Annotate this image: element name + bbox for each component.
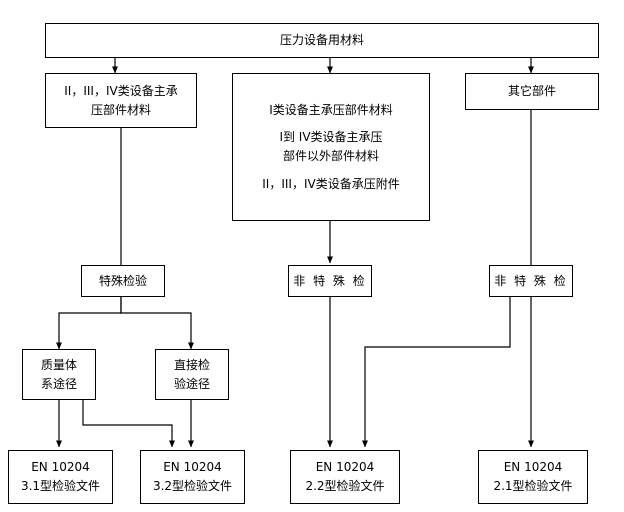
node-document-2-2-type: 2.2型检验文件 [305, 479, 385, 493]
node-category-middle-line-2: I到 IV类设备主承压 [279, 130, 383, 145]
node-document-2-2[interactable]: EN 10204 2.2型检验文件 [290, 450, 400, 504]
node-document-3-2-standard: EN 10204 [163, 460, 222, 475]
node-category-left-line-2: 压部件材料 [90, 102, 151, 117]
connector-right-inspection-to-doc-2-2 [362, 297, 511, 448]
node-document-3-1-type: 3.1型检验文件 [20, 479, 101, 493]
node-document-2-1[interactable]: EN 10204 2.1型检验文件 [478, 450, 588, 504]
connector-quality-route-to-doc-3-2 [82, 400, 175, 448]
node-category-left[interactable]: II，III，IV类设备主承 压部件材料 [45, 73, 197, 128]
node-document-3-2-type: 3.2型检验文件 [152, 479, 233, 493]
node-document-2-1-standard: EN 10204 [503, 460, 563, 475]
node-inspection-nonspecial-middle-label: 非 特 殊 检 [293, 273, 367, 288]
node-root[interactable]: 压力设备用材料 [45, 23, 599, 58]
node-document-3-2[interactable]: EN 10204 3.2型检验文件 [140, 450, 245, 504]
node-category-middle[interactable]: I类设备主承压部件材料 I到 IV类设备主承压 部件以外部件材料 II，III，… [232, 73, 430, 221]
node-inspection-special[interactable]: 特殊检验 [81, 265, 165, 297]
node-inspection-nonspecial-middle[interactable]: 非 特 殊 检 [288, 265, 372, 297]
node-document-2-2-standard: EN 10204 [315, 460, 375, 475]
node-root-label: 压力设备用材料 [279, 33, 364, 48]
node-route-direct-inspection[interactable]: 直接检 验途径 [155, 349, 229, 400]
node-category-left-line-1: II，III，IV类设备主承 [64, 83, 178, 98]
node-document-2-1-type: 2.1型检验文件 [493, 479, 573, 493]
node-inspection-special-label: 特殊检验 [98, 273, 147, 288]
connector-inspection-to-quality-route [56, 297, 122, 350]
node-route-quality-system[interactable]: 质量体 系途径 [22, 349, 96, 400]
node-inspection-nonspecial-right-label: 非 特 殊 检 [494, 273, 568, 288]
node-document-3-1[interactable]: EN 10204 3.1型检验文件 [8, 450, 113, 504]
node-category-middle-line-3: 部件以外部件材料 [282, 149, 379, 163]
node-route-quality-system-line-1: 质量体 [40, 357, 77, 372]
node-category-middle-line-1: I类设备主承压部件材料 [269, 102, 393, 117]
node-document-3-1-standard: EN 10204 [31, 460, 90, 475]
node-category-middle-line-4: II，III，IV类设备承压附件 [262, 176, 400, 191]
node-route-direct-inspection-line-2: 验途径 [173, 376, 210, 391]
node-category-right-label: 其它部件 [507, 84, 556, 99]
connector-inspection-to-direct-route [120, 297, 194, 350]
node-route-quality-system-line-2: 系途径 [40, 376, 77, 391]
node-category-right[interactable]: 其它部件 [465, 73, 599, 110]
node-route-direct-inspection-line-1: 直接检 [173, 357, 210, 372]
node-inspection-nonspecial-right[interactable]: 非 特 殊 检 [489, 265, 573, 297]
